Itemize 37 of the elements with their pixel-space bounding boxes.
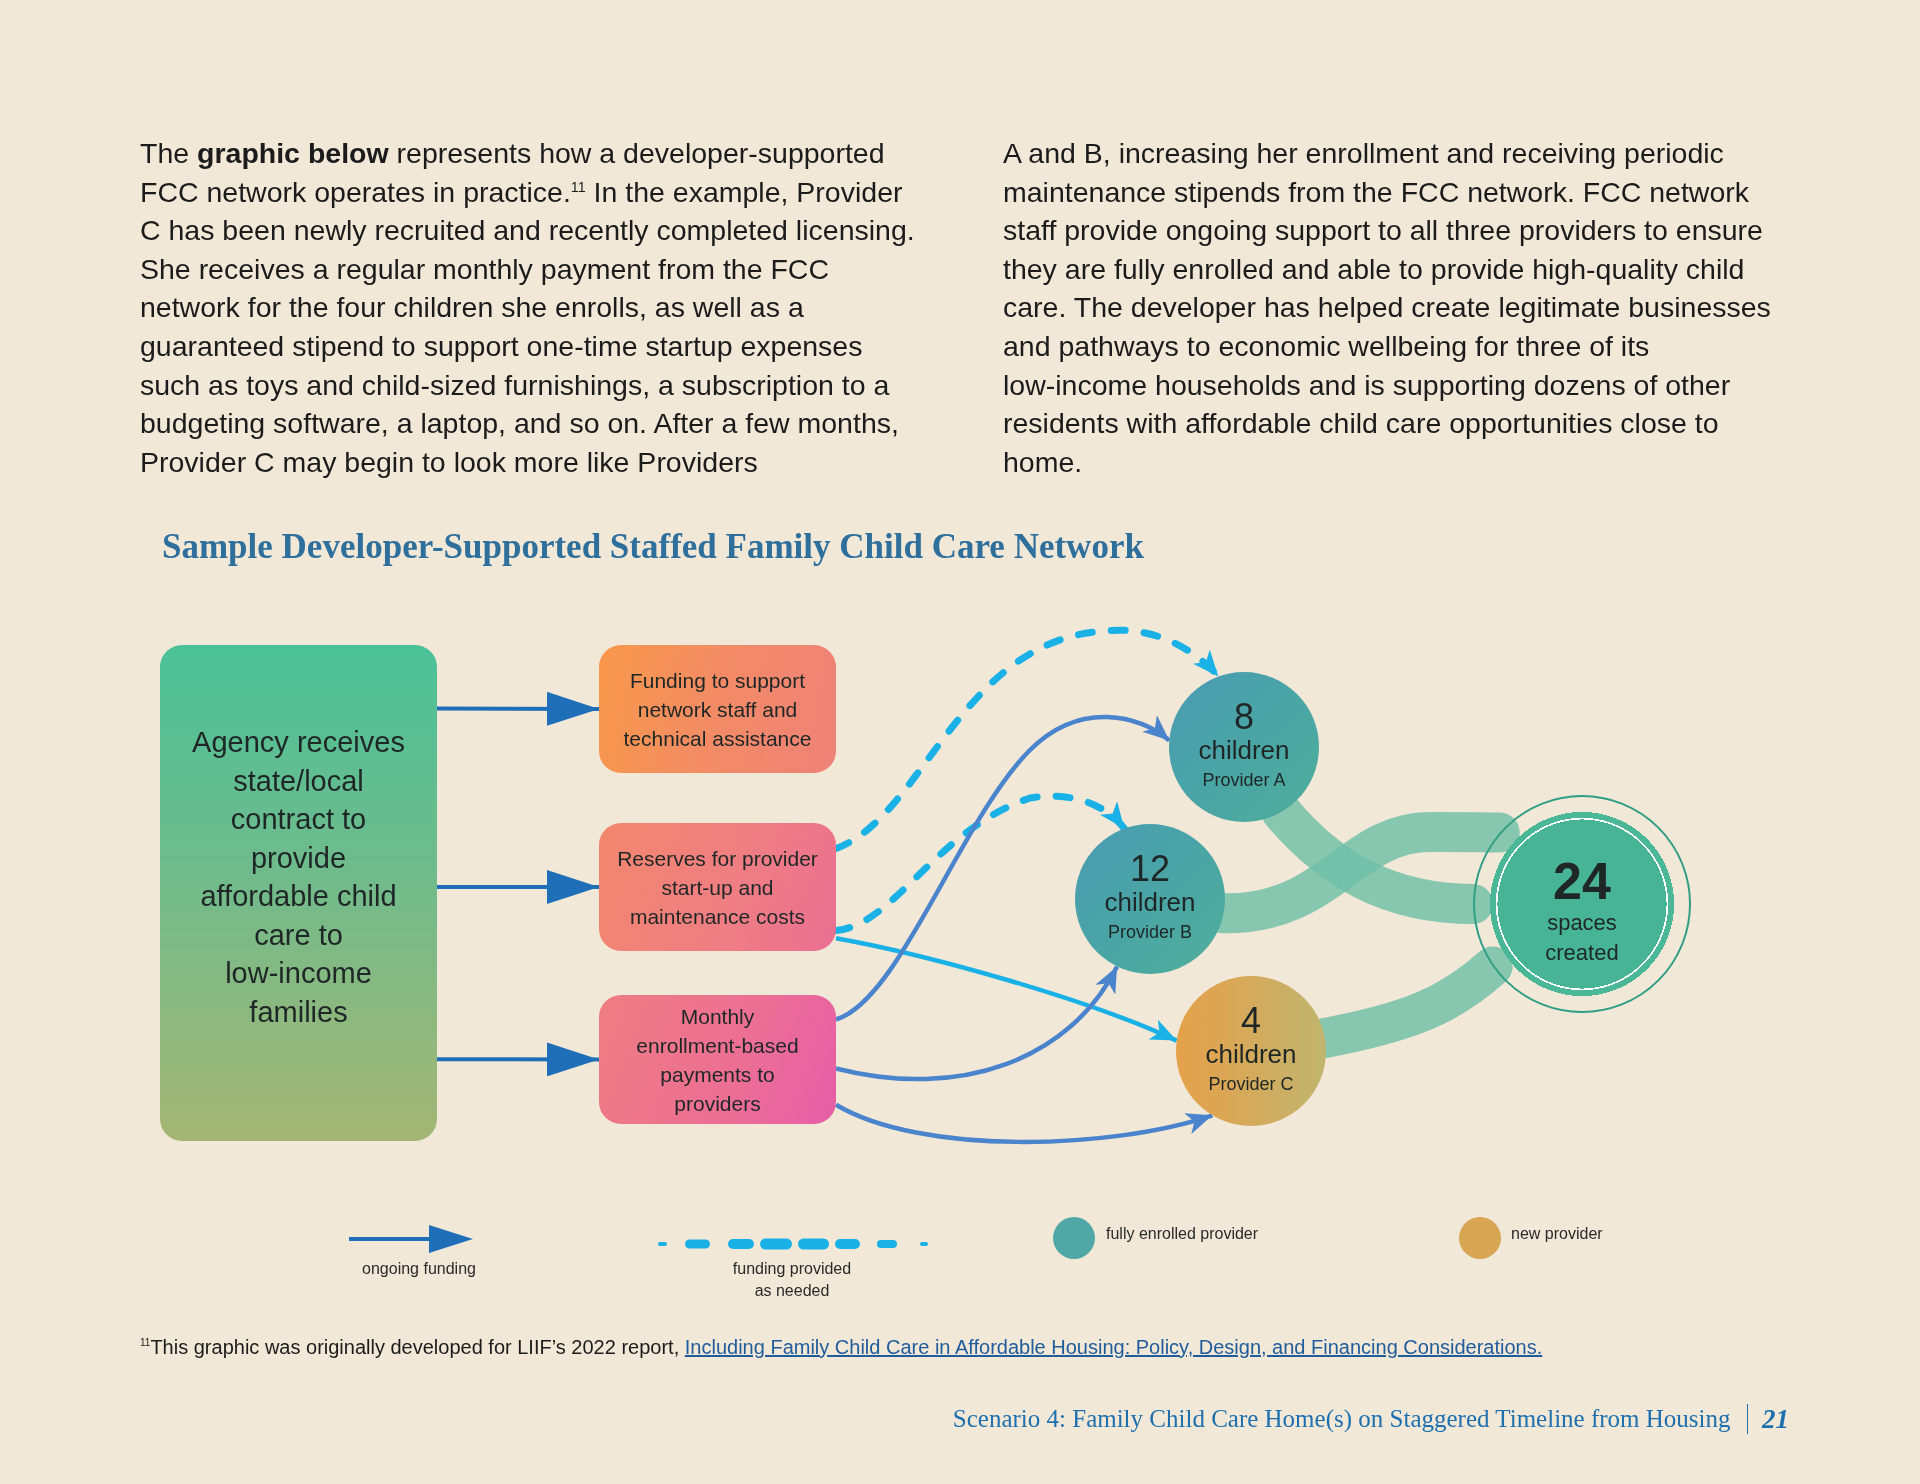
page-number: 21 bbox=[1762, 1403, 1789, 1436]
arrow bbox=[835, 714, 1171, 1022]
arrow bbox=[835, 1102, 1214, 1145]
diagram-title: Sample Developer-Supported Staffed Family Child Care Network bbox=[162, 526, 1144, 568]
process-box bbox=[599, 995, 836, 1124]
count-unit: children bbox=[1205, 1038, 1297, 1070]
legend-label: ongoing funding bbox=[361, 1259, 477, 1279]
arrow bbox=[437, 1042, 599, 1077]
box-label: Reserves for provider start-up and maintenance costs bbox=[616, 845, 819, 930]
count-unit: children bbox=[1198, 734, 1290, 766]
arrow bbox=[437, 691, 599, 726]
total-caption: spaces created bbox=[1544, 909, 1620, 967]
box-label: Funding to support network staff and technical assistance bbox=[622, 667, 813, 752]
box-label: Agency receives state/local contract to provide affordable child care to low-income families bbox=[191, 725, 406, 1030]
arrow bbox=[835, 936, 1178, 1043]
legend-label: new provider bbox=[1511, 1224, 1603, 1244]
count-unit: children bbox=[1104, 886, 1196, 918]
provider-name: Provider A bbox=[1202, 769, 1286, 792]
body-paragraph: The graphic below represents how a developer-supported FCC network operates in practice.$^{11}$ In the example, Provider C has been newly recruited and recently completed licensing. She receives a regular monthly payment from the FCC network for the four children she enrolls, as well as a guaranteed stipend to support one-time startup expenses such as toys and child-sized furnishings, a subscription to a budgeting software, a laptop, and so on. After a few months, Provider C may begin to look more like Providers bbox=[140, 136, 916, 480]
running-footer: Scenario 4: Family Child Care Home(s) on Staggered Timeline from Housing bbox=[952, 1402, 1731, 1436]
child-count: 4 bbox=[1241, 1004, 1261, 1038]
report-link: Including Family Child Care in Affordable Housing: Policy, Design, and Financing Considerations. bbox=[684, 1336, 1543, 1358]
arrow bbox=[835, 965, 1120, 1082]
box-label: Monthly enrollment-based payments to providers bbox=[635, 1003, 800, 1117]
process-box bbox=[599, 823, 836, 951]
process-box bbox=[160, 645, 437, 1141]
footnote-text: $^{11}$This graphic was originally developed for LIIF’s 2022 report, Including Family Child Care in Affordable Housing: Policy, Design, and Financing Considerations. bbox=[140, 1335, 1543, 1360]
child-count: 12 bbox=[1129, 852, 1170, 886]
legend-label: funding provided as needed bbox=[731, 1259, 853, 1301]
body-paragraph: A and B, increasing her enrollment and receiving periodic maintenance stipends from the FCC network. FCC network staff provide ongoing support to all three providers to ensure they are fully enrolled and able to provide high-quality child care. The developer has helped create legitimate businesses and pathways to economic wellbeing for three of its low-income households and is supporting dozens of other residents with affordable child care opportunities close to home. bbox=[1003, 136, 1772, 480]
total-count: 24 bbox=[1553, 854, 1611, 908]
provider-name: Provider B bbox=[1107, 921, 1192, 944]
legend-label: fully enrolled provider bbox=[1106, 1224, 1259, 1244]
child-count: 8 bbox=[1234, 700, 1254, 734]
process-box bbox=[599, 645, 836, 773]
provider-name: Provider C bbox=[1208, 1073, 1294, 1096]
arrow bbox=[437, 870, 599, 904]
